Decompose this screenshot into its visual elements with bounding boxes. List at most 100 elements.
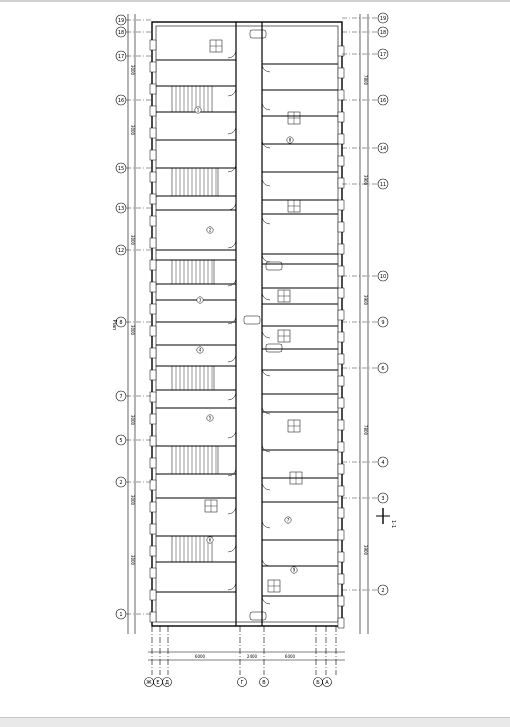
door-swing: [227, 87, 237, 97]
axis-bubble-label: 14: [380, 146, 386, 152]
axis-bubble-label: 13: [118, 206, 124, 212]
door-swing: [261, 405, 271, 415]
door-swing: [227, 429, 237, 439]
axis-bubble-label: 4: [381, 460, 384, 466]
window: [337, 397, 345, 409]
axis-bubble-right: [377, 94, 389, 106]
window: [149, 127, 157, 139]
window: [337, 309, 345, 321]
axis-bubble-left: [115, 434, 127, 446]
door-swing: [227, 315, 237, 325]
dimension-label-right: 3900: [363, 295, 368, 306]
axis-bubble-label: 16: [118, 98, 124, 104]
room-number-marker: [206, 536, 214, 544]
room-number-marker: [196, 346, 204, 354]
dimension-label-left: 3000: [130, 125, 135, 136]
axis-bubble-left: [115, 26, 127, 38]
window: [149, 281, 157, 293]
door-swing: [227, 49, 237, 59]
axis-bubble-right: [377, 492, 389, 504]
dimension-label-left: 3000: [130, 325, 135, 336]
door-swing: [261, 329, 271, 339]
window: [149, 347, 157, 359]
bathtub: [249, 29, 267, 39]
room-number-marker: [284, 516, 292, 524]
dimension-label-left: 3000: [130, 235, 135, 246]
axis-bubble-label: 15: [118, 166, 124, 172]
door-swing: [227, 543, 237, 553]
door-swing: [261, 557, 271, 567]
window: [337, 111, 345, 123]
window: [337, 133, 345, 145]
room-number: 5: [209, 416, 212, 421]
window: [149, 259, 157, 271]
door-swing: [227, 277, 237, 287]
axis-bubble-label: 10: [380, 274, 386, 280]
axis-bubble-right: [377, 456, 389, 468]
window: [149, 61, 157, 73]
window: [337, 221, 345, 233]
viewer-bottom-bar: [0, 717, 510, 727]
room-number: 7: [287, 518, 290, 523]
axis-bubble-bottom: [322, 677, 332, 687]
dimension-label-right: 3900: [363, 545, 368, 556]
window: [149, 545, 157, 557]
window: [149, 611, 157, 623]
axis-bubble-bottom: [259, 677, 269, 687]
axis-bubble-label: 9: [381, 320, 384, 326]
window: [149, 391, 157, 403]
axis-bubble-label: Д: [165, 680, 169, 686]
room-number-marker: [286, 136, 294, 144]
axis-bubble-label: 16: [380, 98, 386, 104]
door-swing: [227, 163, 237, 173]
window: [337, 573, 345, 585]
axis-bubble-label: 1: [119, 612, 122, 618]
dimension-label-right: 3900: [363, 175, 368, 186]
dimension-label-bottom: 6000: [285, 654, 296, 659]
axis-bubble-right: [377, 12, 389, 24]
window: [337, 507, 345, 519]
plan-title: Plan: [111, 320, 117, 331]
dimension-label-bottom: 6000: [195, 654, 206, 659]
axis-bubble-label: 7: [119, 394, 122, 400]
room-number: 6: [209, 538, 212, 543]
window: [337, 243, 345, 255]
axis-bubble-label: Б: [316, 680, 320, 686]
axis-bubble-bottom: [237, 677, 247, 687]
door-swing: [261, 481, 271, 491]
door-swing: [261, 443, 271, 453]
window: [337, 485, 345, 497]
window: [149, 435, 157, 447]
door-swing: [227, 505, 237, 515]
axis-bubble-left: [115, 14, 127, 26]
dimension-label-left: 3000: [130, 65, 135, 76]
axis-bubble-left: [115, 50, 127, 62]
window: [149, 149, 157, 161]
axis-bubble-label: 6: [381, 366, 384, 372]
axis-bubble-label: 18: [380, 30, 386, 36]
axis-bubble-label: 2: [119, 480, 122, 486]
room-number: 1: [197, 108, 200, 113]
window: [149, 567, 157, 579]
window: [337, 419, 345, 431]
axis-bubble-left: [115, 608, 127, 620]
axis-bubble-right: [377, 26, 389, 38]
window: [337, 375, 345, 387]
door-swing: [227, 239, 237, 249]
window: [149, 523, 157, 535]
dimension-label-right: 7800: [363, 425, 368, 436]
axis-bubble-label: 2: [381, 588, 384, 594]
window: [149, 105, 157, 117]
window: [149, 303, 157, 315]
axis-bubble-label: 18: [118, 30, 124, 36]
door-swing: [261, 367, 271, 377]
door-swing: [261, 215, 271, 225]
window: [337, 463, 345, 475]
window: [337, 595, 345, 607]
door-swing: [261, 291, 271, 301]
window: [337, 155, 345, 167]
axis-bubble-left: [115, 244, 127, 256]
bathtub: [243, 315, 261, 325]
dimension-label-right: 7800: [363, 75, 368, 86]
